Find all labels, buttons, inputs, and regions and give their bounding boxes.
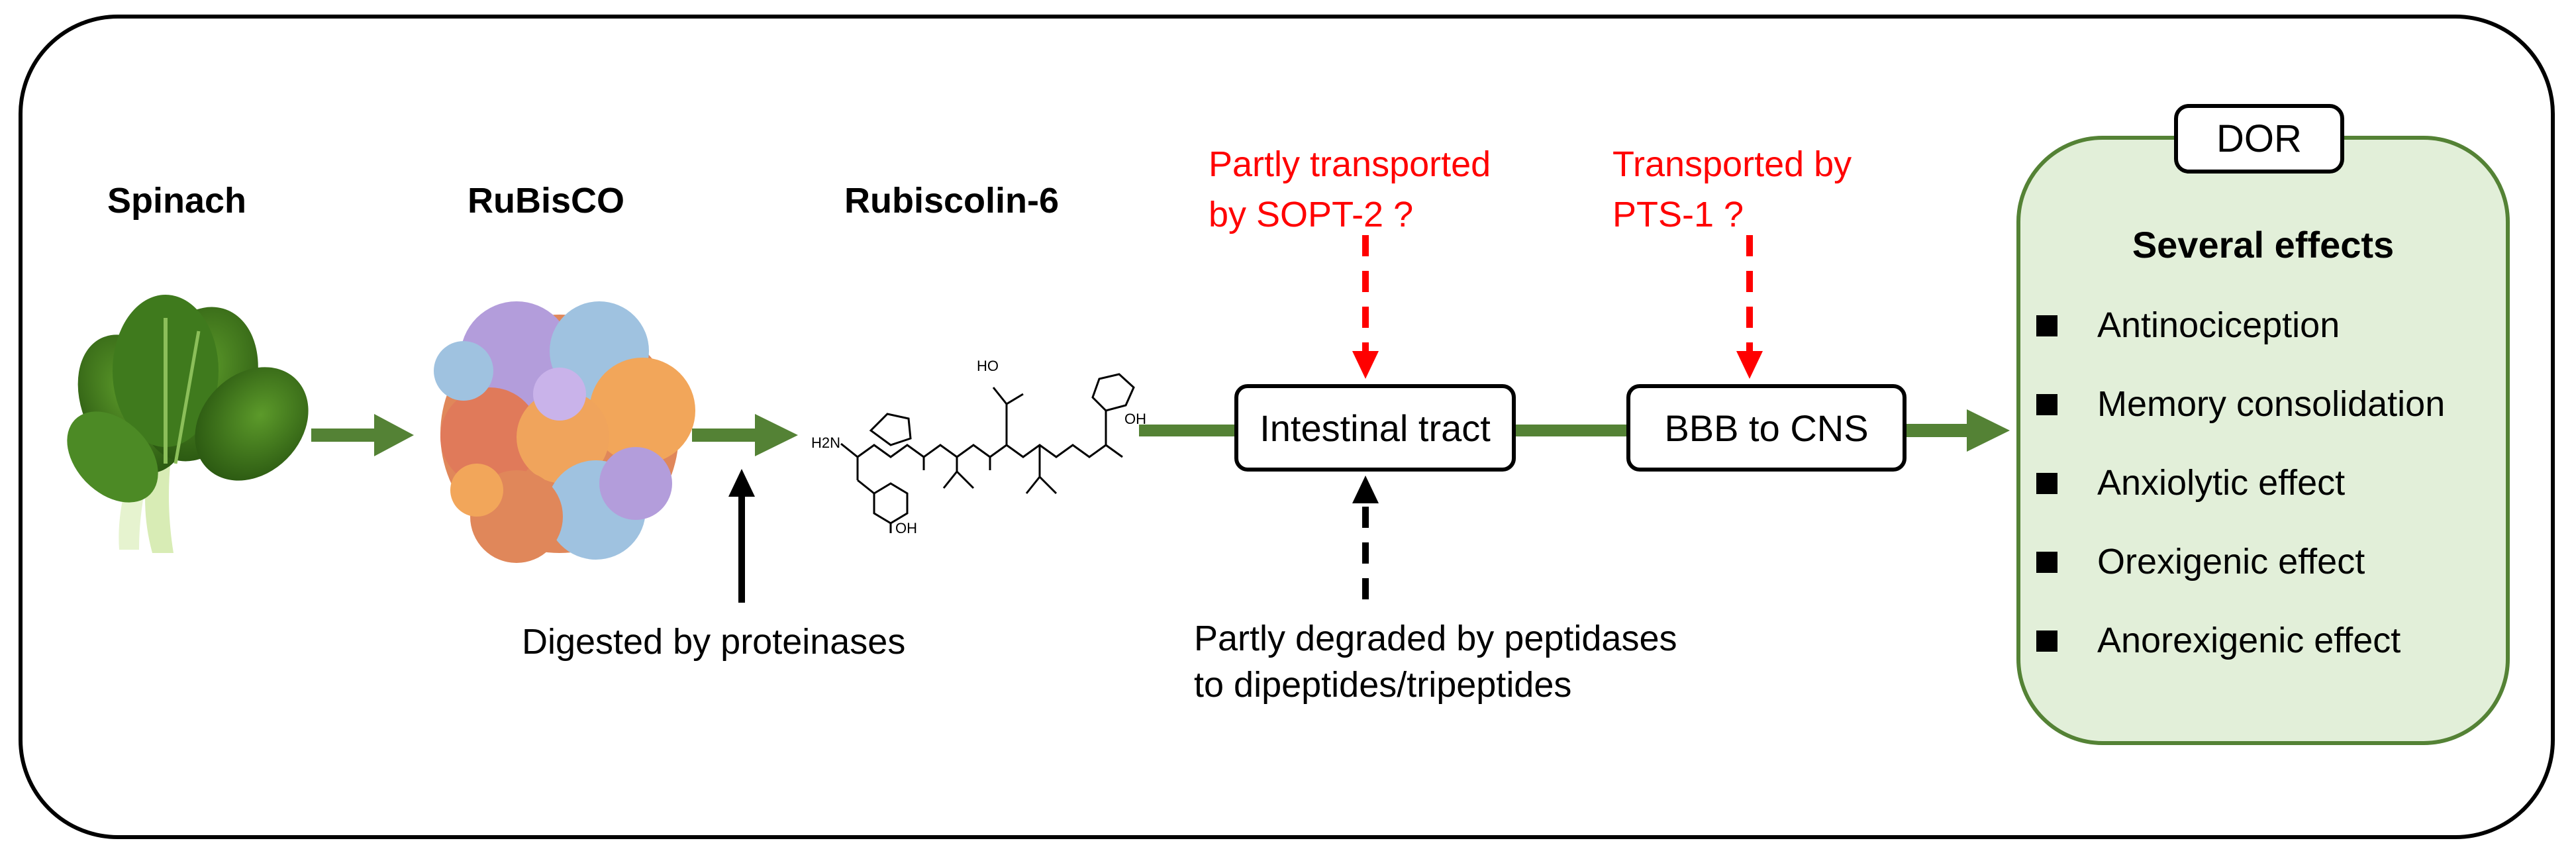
diagram-frame (19, 15, 2555, 839)
effect-item-label: Orexigenic effect (2097, 542, 2365, 581)
effects-title: Several effects (2132, 224, 2395, 266)
effects-panel (2016, 136, 2510, 745)
effects-list: Antinociception Memory consolidation Anx… (2036, 305, 2445, 699)
effect-item: Memory consolidation (2036, 383, 2445, 462)
degradation-arrow (1352, 476, 1379, 599)
bullet-square-icon (2036, 552, 2057, 573)
effect-item-label: Anorexigenic effect (2097, 621, 2401, 660)
rubiscolin-title: Rubiscolin-6 (844, 181, 1060, 221)
effect-item: Antinociception (2036, 305, 2445, 383)
sopt-label-line2: by SOPT-2 ? (1209, 195, 1414, 234)
effect-item: Orexigenic effect (2036, 541, 2445, 620)
degraded-label-line1: Partly degraded by peptidases (1194, 619, 1677, 658)
spinach-image (67, 295, 309, 553)
digested-label: Digested by proteinases (522, 622, 906, 662)
bbb-to-cns-box: BBB to CNS (1626, 384, 1907, 472)
intestinal-tract-box: Intestinal tract (1234, 384, 1516, 472)
phenol-label: OH (895, 520, 917, 536)
rubiscolin-structure (840, 373, 1135, 533)
bullet-square-icon (2036, 394, 2057, 415)
sopt-transport-arrow (1352, 235, 1379, 379)
flow-arrow-rubisco-to-rubiscolin (692, 414, 798, 456)
bullet-square-icon (2036, 630, 2057, 652)
amine-label: H2N (811, 434, 840, 451)
effect-item: Anorexigenic effect (2036, 620, 2445, 699)
spinach-title: Spinach (107, 181, 247, 221)
rubisco-image (434, 301, 695, 563)
carboxyl-label: OH (1124, 411, 1146, 427)
effect-item: Anxiolytic effect (2036, 462, 2445, 541)
effect-item-label: Antinociception (2097, 305, 2340, 345)
dor-receptor-label: DOR (2174, 104, 2344, 174)
flow-arrow-spinach-to-rubisco (311, 414, 414, 456)
degraded-label-line2: to dipeptides/tripeptides (1194, 665, 1572, 705)
rubisco-title: RuBisCO (468, 181, 625, 221)
bullet-square-icon (2036, 315, 2057, 336)
effect-item-label: Anxiolytic effect (2097, 463, 2346, 503)
pts-transport-arrow (1736, 235, 1763, 379)
flow-arrow-bbb-to-effects (1904, 409, 2010, 452)
acid-label: HO (977, 358, 999, 374)
digestion-arrow (728, 469, 755, 603)
bullet-square-icon (2036, 473, 2057, 494)
pts-label-line1: Transported by (1612, 144, 1852, 184)
effect-item-label: Memory consolidation (2097, 384, 2446, 424)
sopt-label-line1: Partly transported (1209, 144, 1491, 184)
pts-label-line2: PTS-1 ? (1612, 195, 1744, 234)
